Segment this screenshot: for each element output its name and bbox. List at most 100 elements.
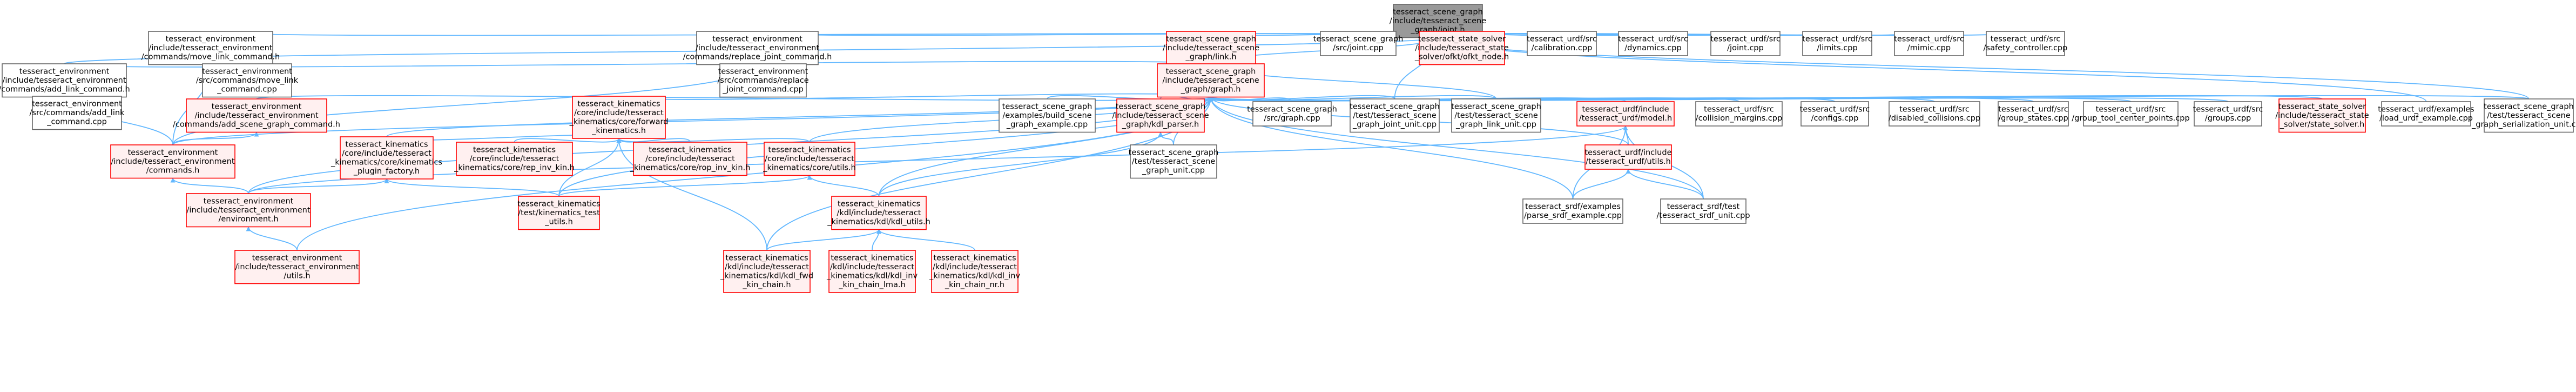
graph-node-sg-link-unit[interactable]: tesseract_scene_graph/test/tesseract_sce… xyxy=(1451,98,1541,133)
graph-node-sg-serialization-unit[interactable]: tesseract_scene_graph/test/tesseract_sce… xyxy=(2471,98,2576,133)
node-label-line: /load_urdf_example.cpp xyxy=(2379,114,2473,123)
graph-node-kdl-inv-kin-chain-nr-h[interactable]: tesseract_kinematics/kdl/include/tessera… xyxy=(929,250,1021,293)
graph-node-urdf-disabled-collisions[interactable]: tesseract_urdf/src/disabled_collisions.c… xyxy=(1889,101,1980,127)
node-label-line: tesseract_kinematics xyxy=(725,254,808,263)
graph-node-build-scene-graph-example[interactable]: tesseract_scene_graph/examples/build_sce… xyxy=(999,98,1096,133)
graph-node-sg-graph-unit[interactable]: tesseract_scene_graph/test/tesseract_sce… xyxy=(1129,144,1219,179)
node-label-line: _graph_unit.cpp xyxy=(1142,167,1205,175)
node-label-line: /disabled_collisions.cpp xyxy=(1889,114,1980,123)
graph-node-sg-joint-unit[interactable]: tesseract_scene_graph/test/tesseract_sce… xyxy=(1350,98,1440,133)
node-box xyxy=(2083,101,2179,127)
graph-node-kdl-inv-kin-chain-lma-h[interactable]: tesseract_kinematics/kdl/include/tessera… xyxy=(826,250,918,293)
edge-kdl-utils-h-to-kin-core-utils-h xyxy=(807,175,880,197)
graph-node-kdl-utils-h[interactable]: tesseract_kinematics/kdl/include/tessera… xyxy=(827,196,930,230)
graph-node-urdf-groups[interactable]: tesseract_urdf/src/groups.cpp xyxy=(2193,101,2263,127)
node-label-line: tesseract_urdf/src xyxy=(1802,35,1872,44)
node-box xyxy=(572,96,666,139)
edge-kdl-utils-h-to-kdl-parser-h xyxy=(878,131,1163,197)
node-label-line: tesseract_scene_graph xyxy=(1350,103,1440,111)
node-label-line: tesseract_urdf/src xyxy=(1527,35,1597,44)
graph-node-kdl-parser-h[interactable]: tesseract_scene_graph/include/tesseract_… xyxy=(1112,98,1209,133)
graph-node-replace-joint-cmd[interactable]: tesseract_environment/include/tesseract_… xyxy=(683,31,832,65)
graph-node-kin-core-utils-h[interactable]: tesseract_kinematics/core/include/tesser… xyxy=(763,142,856,176)
node-label-line: /commands.h xyxy=(146,167,200,175)
graph-node-urdf-group-tcp[interactable]: tesseract_urdf/src/group_tool_center_poi… xyxy=(2072,101,2190,127)
graph-node-replace-joint-cmd-cpp[interactable]: tesseract_environment/src/commands/repla… xyxy=(717,63,809,98)
node-label-line: _kinematics/core/utils.h xyxy=(763,164,856,172)
node-box xyxy=(719,63,807,98)
node-box xyxy=(633,142,747,176)
node-label-line: tesseract_scene_graph xyxy=(1313,35,1404,44)
graph-node-env-utils-h[interactable]: tesseract_environment/include/tesseract_… xyxy=(234,250,360,284)
node-label-line: _plugin_factory.h xyxy=(353,167,420,176)
graph-node-urdf-model-h[interactable]: tesseract_urdf/include/tesseract_urdf/mo… xyxy=(1576,101,1675,127)
graph-node-ofkt-node-h[interactable]: tesseract_state_solver/include/tesseract… xyxy=(1414,31,1509,65)
node-label-line: /test/tesseract_scene xyxy=(1353,111,1437,120)
graph-node-environment-h[interactable]: tesseract_environment/include/tesseract_… xyxy=(186,193,311,228)
graph-node-sg-graph-cpp[interactable]: tesseract_scene_graph/src/graph.cpp xyxy=(1247,101,1337,127)
edge-kin-test-utils-h-to-plugin-factory-h xyxy=(384,178,559,197)
node-label-line: tesseract_kinematics xyxy=(517,200,600,209)
graph-node-link-h[interactable]: tesseract_scene_graph/include/tesseract_… xyxy=(1163,31,1259,65)
edge-environment-h-to-commands-h xyxy=(170,177,249,194)
node-label-line: /include/tesseract_environment xyxy=(111,157,234,166)
node-label-line: /limits.cpp xyxy=(1817,44,1857,52)
node-box xyxy=(110,144,235,179)
graph-node-urdf-joint[interactable]: tesseract_urdf/src/joint.cpp xyxy=(1710,31,1781,56)
graph-node-urdf-configs[interactable]: tesseract_urdf/src/configs.cpp xyxy=(1800,101,1870,127)
node-box xyxy=(1320,31,1397,56)
node-label-line: /commands/move_link_command.h xyxy=(141,53,280,62)
graph-node-sg-joint-cpp[interactable]: tesseract_scene_graph/src/joint.cpp xyxy=(1313,31,1404,56)
node-label-line: tesseract_scene_graph xyxy=(1247,105,1337,114)
graph-node-move-link-cmd-cpp[interactable]: tesseract_environment/src/commands/move_… xyxy=(196,63,299,98)
nodes-layer: tesseract_scene_graph/include/tesseract_… xyxy=(0,4,2576,293)
node-label-line: /src/joint.cpp xyxy=(1333,44,1384,52)
node-label-line: _graph/graph.h xyxy=(1181,85,1241,94)
graph-node-rop-inv-kin-h[interactable]: tesseract_kinematics/core/include/tesser… xyxy=(630,142,751,176)
graph-node-kin-test-utils-h[interactable]: tesseract_kinematics/test/kinematics_tes… xyxy=(517,196,601,230)
graph-node-add-link-cmd-h[interactable]: tesseract_environment/include/tesseract_… xyxy=(0,63,130,98)
graph-node-parse-srdf-example[interactable]: tesseract_srdf/examples/parse_srdf_examp… xyxy=(1522,198,1623,224)
node-label-line: _kinematics/core/forward xyxy=(569,118,669,127)
node-label-line: /group_states.cpp xyxy=(1998,114,2068,123)
node-label-line: _command.cpp xyxy=(46,118,107,127)
node-label-line: _kinematics.h xyxy=(591,127,646,135)
graph-node-urdf-calibration[interactable]: tesseract_urdf/src/calibration.cpp xyxy=(1527,31,1597,56)
graph-node-urdf-dynamics[interactable]: tesseract_urdf/src/dynamics.cpp xyxy=(1618,31,1688,56)
graph-node-add-link-cmd-cpp[interactable]: tesseract_environment/src/commands/add_l… xyxy=(30,96,125,130)
graph-node-add-scene-graph-cmd[interactable]: tesseract_environment/include/tesseract_… xyxy=(173,98,340,133)
graph-node-srdf-unit[interactable]: tesseract_srdf/test/tesseract_srdf_unit.… xyxy=(1656,198,1750,224)
graph-node-kdl-fwd-kin-chain-h[interactable]: tesseract_kinematics/kdl/include/tessera… xyxy=(720,250,813,293)
node-label-line: _kinematics/core/rep_inv_kin.h xyxy=(454,164,575,172)
graph-node-urdf-group-states[interactable]: tesseract_urdf/src/group_states.cpp xyxy=(1998,101,2069,127)
edges-layer xyxy=(62,31,2530,251)
graph-node-state-solver-h[interactable]: tesseract_state_solver/include/tesseract… xyxy=(2275,98,2369,133)
graph-node-forward-kinematics-h[interactable]: tesseract_kinematics/core/include/tesser… xyxy=(569,96,669,139)
graph-node-graph-h[interactable]: tesseract_scene_graph/include/tesseract_… xyxy=(1157,63,1265,98)
graph-node-urdf-safety[interactable]: tesseract_urdf/src/safety_controller.cpp xyxy=(1984,31,2068,56)
node-box xyxy=(1252,101,1332,127)
node-label-line: _joint_command.cpp xyxy=(722,85,804,94)
node-label-line: tesseract_urdf/examples xyxy=(2378,105,2474,114)
graph-node-urdf-utils-h[interactable]: tesseract_urdf/include/tesseract_urdf/ut… xyxy=(1584,144,1672,170)
node-label-line: /kdl/include/tesseract xyxy=(837,209,921,217)
node-box xyxy=(1584,144,1672,170)
graph-node-urdf-collision-margins[interactable]: tesseract_urdf/src/collision_margins.cpp xyxy=(1695,101,1783,127)
graph-node-load-urdf-example[interactable]: tesseract_urdf/examples/load_urdf_exampl… xyxy=(2378,101,2474,127)
node-label-line: tesseract_urdf/include xyxy=(1582,105,1669,114)
graph-node-move-link-cmd[interactable]: tesseract_environment/include/tesseract_… xyxy=(141,31,280,65)
node-box xyxy=(1116,98,1205,133)
graph-node-commands-h[interactable]: tesseract_environment/include/tesseract_… xyxy=(110,144,235,179)
node-label-line: tesseract_urdf/src xyxy=(1899,105,1970,114)
node-box xyxy=(1157,63,1265,98)
node-label-line: /src/graph.cpp xyxy=(1264,114,1320,123)
graph-node-rep-inv-kin-h[interactable]: tesseract_kinematics/core/include/tesser… xyxy=(454,142,575,176)
node-box xyxy=(456,142,573,176)
graph-node-urdf-limits[interactable]: tesseract_urdf/src/limits.cpp xyxy=(1802,31,1872,56)
graph-node-plugin-factory-h[interactable]: tesseract_kinematics/core/include/tesser… xyxy=(331,136,442,180)
node-label-line: /tesseract_srdf_unit.cpp xyxy=(1656,211,1750,220)
node-box xyxy=(1130,144,1217,179)
node-label-line: /include/tesseract_state xyxy=(2275,111,2369,120)
edge-parse-srdf-example-to-urdf-utils-h xyxy=(1572,169,1631,200)
graph-node-urdf-mimic[interactable]: tesseract_urdf/src/mimic.cpp xyxy=(1894,31,1964,56)
